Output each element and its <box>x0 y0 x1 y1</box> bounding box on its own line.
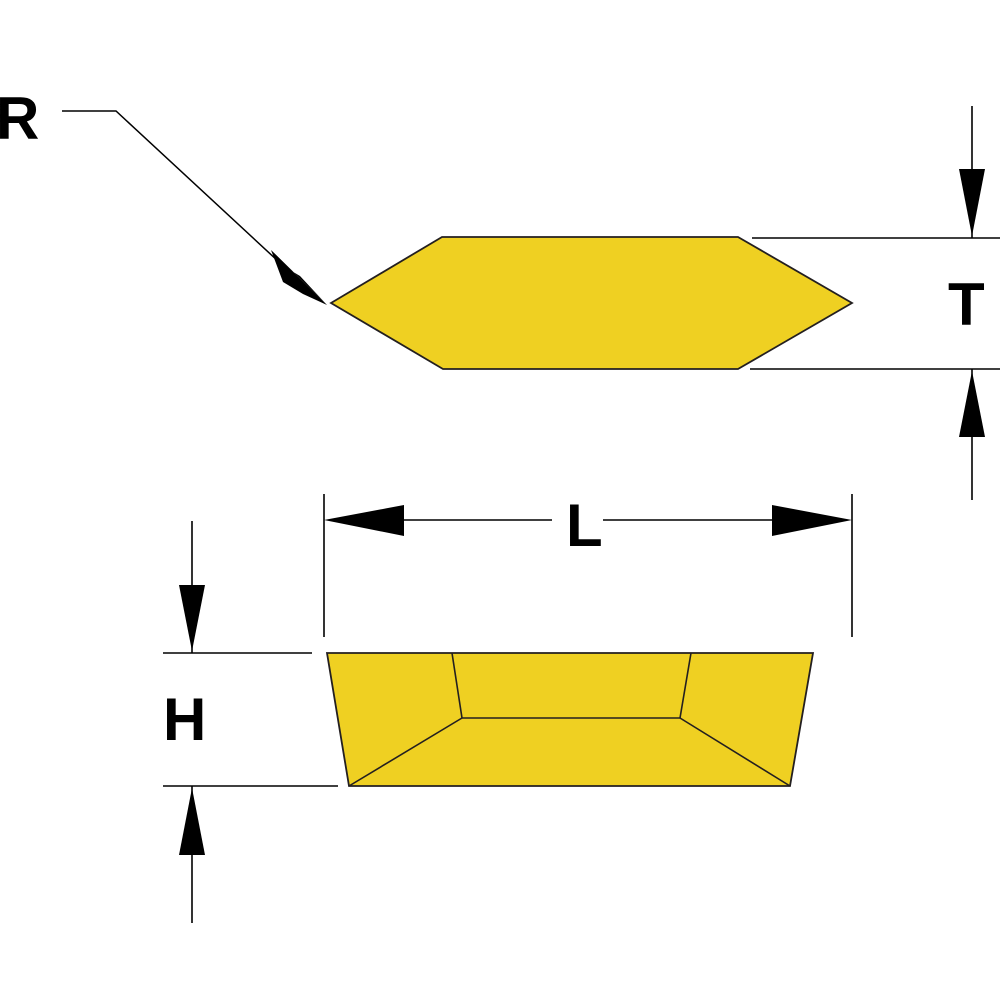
radius-leader-line <box>62 110 321 301</box>
front-view-right-chamfer-edge <box>679 717 791 787</box>
thickness-up-arrow-icon <box>959 371 985 437</box>
top-view-hexagon-part <box>329 236 854 370</box>
front-view-trapezoid-part <box>325 652 815 787</box>
radius-leader-arrow-body-icon <box>271 250 327 305</box>
thickness-dimension-group <box>750 106 1000 500</box>
top-view-group <box>329 236 854 370</box>
height-dimension-group <box>163 521 338 923</box>
height-up-arrow-icon <box>179 788 205 855</box>
front-view-right-facet-edge <box>679 652 692 719</box>
length-left-arrow-icon <box>324 505 404 536</box>
label-H: H <box>163 686 206 753</box>
thickness-down-arrow-icon <box>959 169 985 236</box>
radius-callout-group <box>62 110 327 305</box>
label-T: T <box>948 271 985 338</box>
length-dimension-group <box>323 494 853 637</box>
front-view-group <box>325 652 815 787</box>
label-R: R <box>0 85 39 152</box>
front-view-left-facet-edge <box>451 652 463 719</box>
label-L: L <box>566 492 603 559</box>
length-right-arrow-icon <box>772 505 852 536</box>
front-view-left-chamfer-edge <box>348 717 463 787</box>
height-down-arrow-icon <box>179 585 205 651</box>
